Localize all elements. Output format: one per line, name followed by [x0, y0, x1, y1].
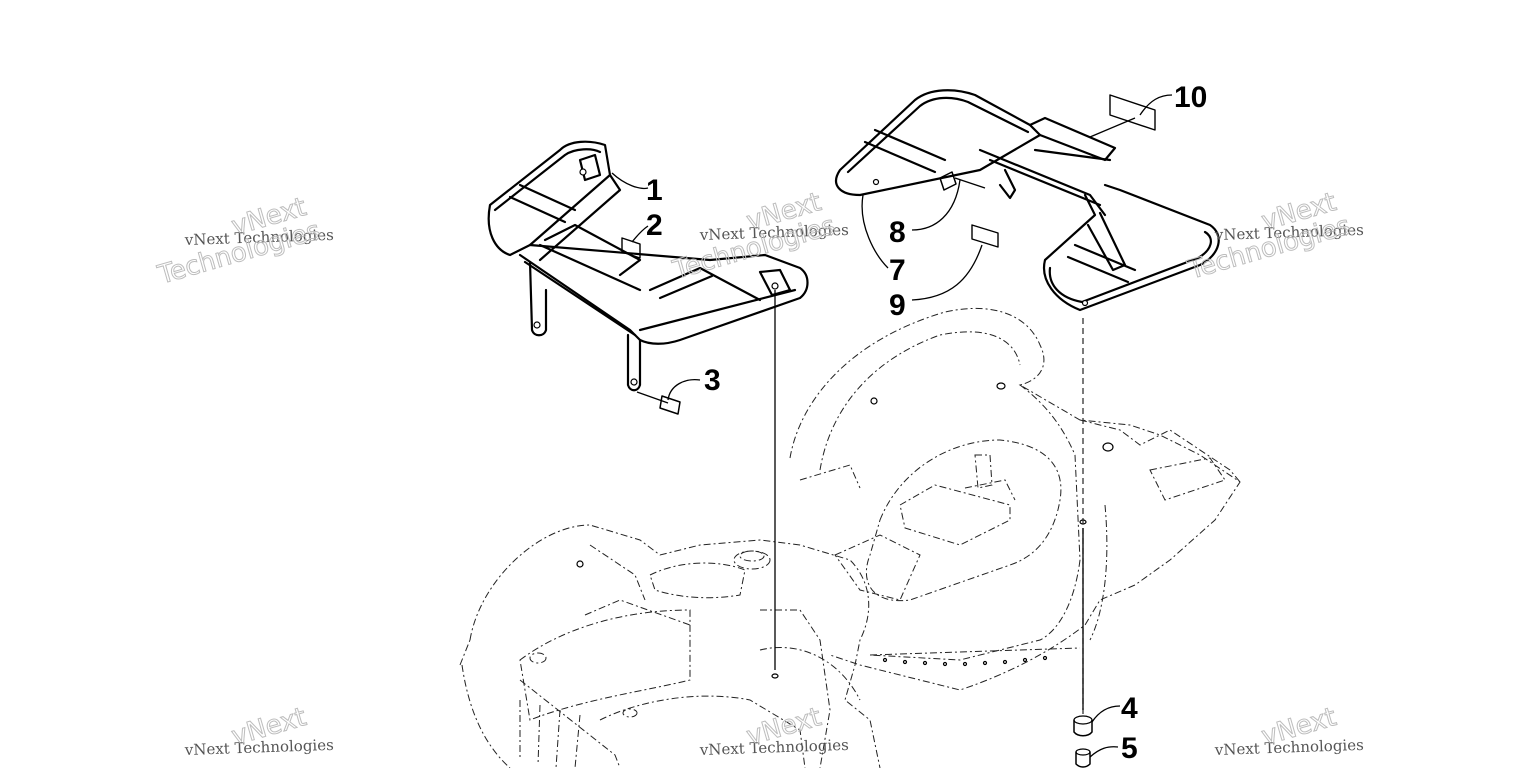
- svg-text:vNext Technologies: vNext Technologies: [184, 736, 335, 759]
- bushing: [1075, 748, 1091, 768]
- watermark-top-left: vNext Technologies vNext Technologies: [154, 192, 335, 292]
- grommet: [1073, 715, 1093, 737]
- rear-rack-bolt: [939, 171, 986, 191]
- front-rack-bolt: [636, 391, 681, 415]
- decal-top: [1109, 94, 1156, 131]
- callout-10: 10: [1174, 81, 1207, 114]
- decal-rear: [971, 224, 999, 248]
- callout-9: 9: [889, 289, 906, 322]
- svg-text:vNext Technologies: vNext Technologies: [1214, 736, 1365, 759]
- svg-text:vNext Technologies: vNext Technologies: [699, 221, 850, 244]
- watermark-bottom-right: vNext Technologies vNext: [1214, 702, 1365, 759]
- callout-5: 5: [1121, 732, 1138, 765]
- callout-2: 2: [646, 209, 663, 242]
- leader-lines: [611, 94, 1173, 758]
- callout-8: 8: [889, 216, 906, 249]
- watermark-bottom-left: vNext Technologies vNext: [184, 702, 335, 759]
- svg-text:vNext Technologies: vNext Technologies: [184, 226, 335, 249]
- callout-7: 7: [889, 254, 906, 287]
- svg-text:vNext Technologies: vNext Technologies: [1214, 221, 1365, 244]
- rear-rack: [835, 89, 1220, 312]
- decal-front: [621, 237, 641, 259]
- callout-4: 4: [1121, 692, 1138, 725]
- atv-body-outline: [459, 307, 1241, 768]
- svg-text:vNext Technologies: vNext Technologies: [699, 736, 850, 759]
- front-rack: [487, 140, 809, 392]
- watermark-top-center: vNext Technologies vNext Technologies: [669, 187, 850, 287]
- callout-3: 3: [704, 364, 721, 397]
- callout-1: 1: [646, 174, 663, 207]
